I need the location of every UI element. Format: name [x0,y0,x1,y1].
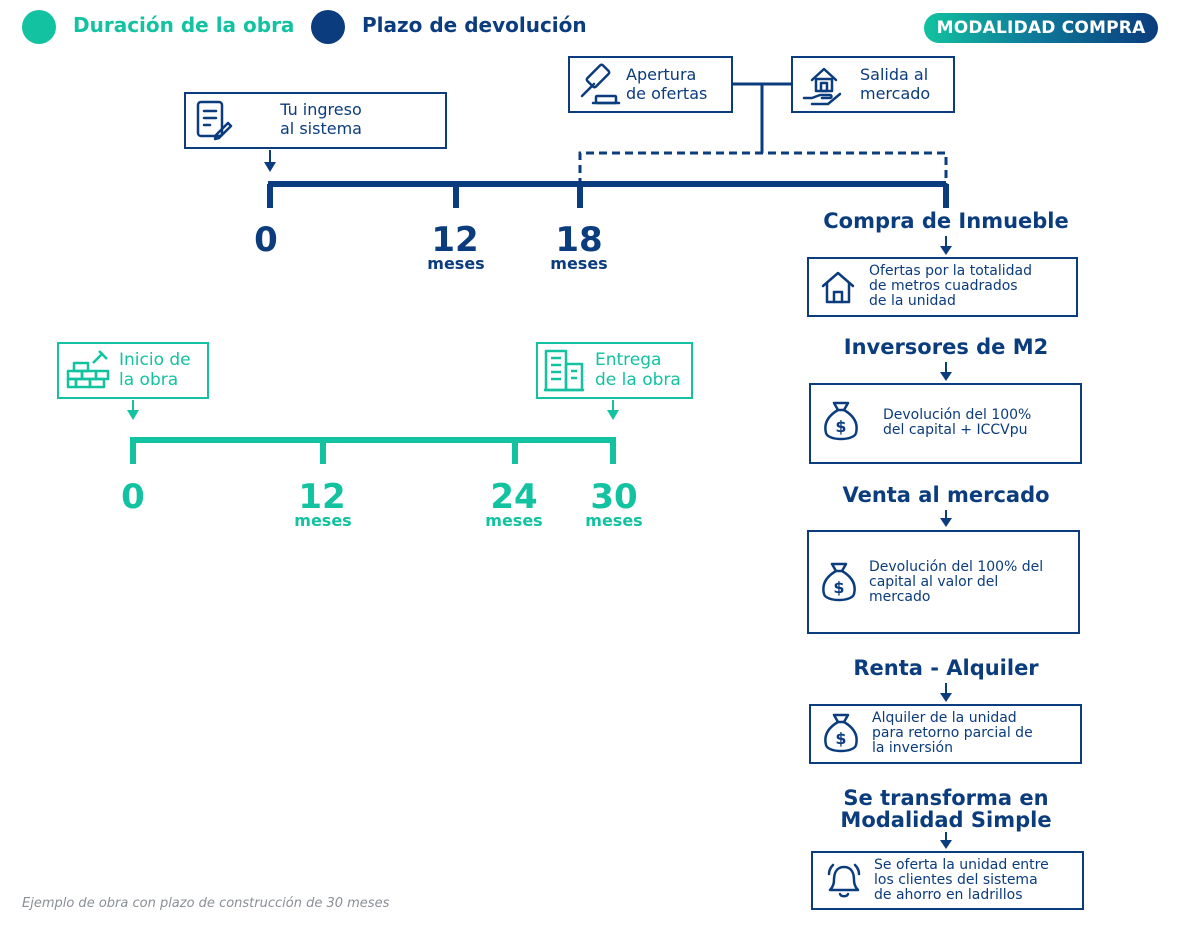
svg-text:$: $ [835,417,846,436]
navy-tick-0-value: 0 [254,220,278,260]
document-edit-icon [196,100,233,141]
teal-tick-24-value: 24 [490,477,538,517]
renta-alquiler-title: Renta - Alquiler [853,656,1039,680]
house-in-hand-icon [802,67,842,106]
building-icon [544,349,584,392]
venta-mercado-text: Devolución del 100% del capital al valor… [869,559,1044,605]
legend-teal-dot [22,10,56,44]
legend-plazo-label: Plazo de devolución [362,13,587,37]
inversores-box [809,383,1082,464]
compra-inmueble-text: Ofertas por la totalidad de metros cuadr… [869,263,1032,309]
house-icon [821,271,855,304]
teal-tick-30-unit: meses [585,511,643,530]
modalidad-simple-box [811,851,1084,910]
navy-tick-18-unit: meses [550,254,608,273]
inversores-title: Inversores de M2 [843,335,1049,359]
svg-text:$: $ [833,578,844,597]
money-bag-icon: $ [824,713,858,753]
navy-tick-12-value: 12 [431,220,479,260]
navy-tick-12-unit: meses [427,254,485,273]
ingreso-box [184,92,447,149]
modalidad-badge: MODALIDAD COMPRA [924,13,1158,43]
teal-tick-0-value: 0 [121,477,145,517]
teal-tick-24-unit: meses [485,511,543,530]
salida-label: Salida al mercado [860,65,931,103]
svg-text:$: $ [835,729,846,748]
money-bag-icon: $ [822,562,856,602]
bell-icon [827,863,861,898]
teal-tick-30-value: 30 [590,477,638,517]
teal-tick-12-unit: meses [294,511,352,530]
inicio-label: Inicio de la obra [119,350,191,390]
compra-inmueble-box [807,257,1078,317]
inversores-text: Devolución del 100% del capital + ICCVpu [883,407,1032,438]
money-bag-icon: $ [824,401,858,441]
legend-navy-dot [311,10,345,44]
navy-tick-18-value: 18 [555,220,603,260]
ingreso-label: Tu ingreso al sistema [280,100,362,138]
modalidad-simple-text: Se oferta la unidad entre los clientes d… [874,857,1049,903]
compra-inmueble-title: Compra de Inmueble [823,209,1069,233]
entrega-label: Entrega de la obra [595,350,681,390]
apertura-label: Apertura de ofertas [626,65,708,103]
gavel-icon [580,63,621,105]
footnote: Ejemplo de obra con plazo de construcció… [22,896,390,911]
modalidad-simple-title: Se transforma en Modalidad Simple [840,786,1052,832]
legend-duracion-label: Duración de la obra [73,13,295,37]
teal-tick-12-value: 12 [298,477,346,517]
venta-mercado-title: Venta al mercado [842,483,1050,507]
renta-alquiler-text: Alquiler de la unidad para retorno parci… [872,710,1033,756]
bricks-icon [66,350,110,389]
